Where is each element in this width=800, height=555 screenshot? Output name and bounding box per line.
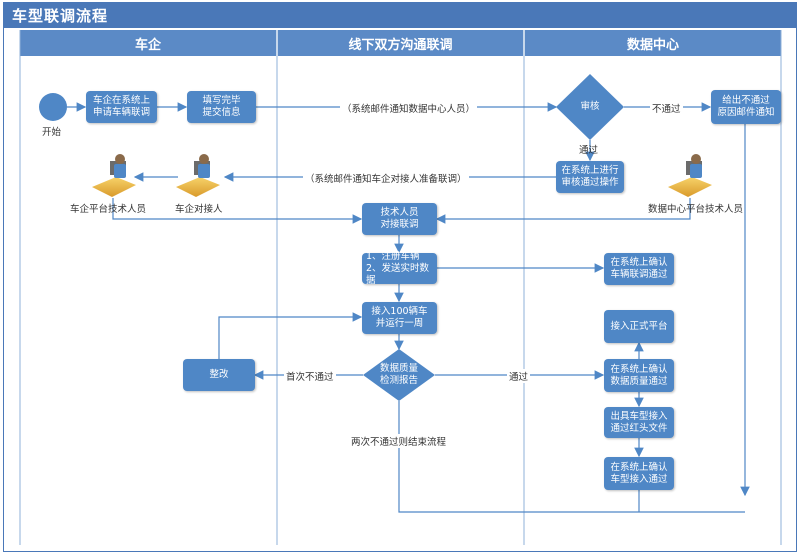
tech-connect-box: 技术人员 对接联调 — [362, 203, 437, 235]
reject-notice-text: 给出不通过 原因邮件通知 — [717, 95, 775, 118]
confirm-link-text: 在系统上确认 车辆联调通过 — [610, 257, 668, 280]
person-icon — [92, 154, 136, 197]
formal-platform-text: 接入正式平台 — [610, 320, 668, 332]
red-doc-box: 出具车型接入 通过红头文件 — [604, 407, 674, 438]
edge-label-first-fail: 首次不通过 — [284, 369, 336, 383]
quality-diamond — [363, 349, 435, 401]
start-node — [39, 93, 67, 121]
approve-op-text: 在系统上进行 审核通过操作 — [561, 165, 619, 188]
quality-label: 数据质量 检测报告 — [379, 363, 418, 386]
formal-platform-box: 接入正式平台 — [604, 310, 674, 343]
edge — [398, 401, 745, 513]
person-icon — [176, 154, 220, 197]
confirm-quality-text: 在系统上确认 数据质量通过 — [610, 363, 668, 387]
register-text: 1、注册车辆 2、发送实时数据 — [366, 250, 430, 286]
apply-text: 车企在系统上 申请车辆联调 — [92, 95, 150, 118]
confirm-access-text: 在系统上确认 车型接入通过 — [610, 461, 668, 485]
confirm-quality-box: 在系统上确认 数据质量通过 — [604, 359, 674, 392]
confirm-access-box: 在系统上确认 车型接入通过 — [604, 457, 674, 490]
fix-text: 整改 — [209, 369, 229, 380]
reject-notice-box: 给出不通过 原因邮件通知 — [711, 90, 781, 124]
access100-text: 接入100辆车 并运行一周 — [371, 306, 428, 329]
lane-header-offline: 线下双方沟通联调 — [278, 30, 523, 56]
edge-label-pass: 通过 — [579, 145, 599, 156]
confirm-link-box: 在系统上确认 车辆联调通过 — [604, 253, 674, 285]
edge-label-not-pass: 不通过 — [650, 101, 683, 115]
apply-box: 车企在系统上 申请车辆联调 — [86, 91, 157, 123]
oem-contact-label: 车企对接人 — [175, 204, 223, 215]
edge — [218, 312, 363, 359]
access100-box: 接入100辆车 并运行一周 — [362, 302, 437, 334]
fill-box: 填写完毕 提交信息 — [187, 91, 256, 123]
fix-box: 整改 — [183, 359, 255, 391]
diagram-title: 车型联调流程 — [12, 7, 109, 25]
dc-tech-label: 数据中心平台技术人员 — [648, 204, 744, 215]
oem-tech-label: 车企平台技术人员 — [70, 204, 147, 215]
person-icon — [668, 154, 712, 197]
lane-header-datacenter: 数据中心 — [525, 30, 781, 56]
edge-label-email-dc: （系统邮件通知数据中心人员） — [340, 101, 478, 115]
review-label: 审核 — [580, 101, 600, 112]
tech-connect-text: 技术人员 对接联调 — [380, 207, 419, 230]
edge-label-email-oem: （系统邮件通知车企对接人准备联调） — [303, 171, 469, 185]
register-box: 1、注册车辆 2、发送实时数据 — [362, 250, 437, 286]
edge — [112, 198, 363, 224]
lane-header-oem: 车企 — [20, 30, 276, 56]
approve-op-box: 在系统上进行 审核通过操作 — [556, 161, 624, 193]
edge-label-pass2: 通过 — [507, 369, 531, 383]
red-doc-text: 出具车型接入 通过红头文件 — [610, 410, 668, 434]
edge — [435, 198, 691, 224]
title-bar: 车型联调流程 — [3, 2, 797, 28]
review-diamond — [556, 74, 624, 140]
edge-label-second-fail: 两次不通过则结束流程 — [349, 434, 449, 448]
fill-text: 填写完毕 提交信息 — [202, 95, 241, 118]
start-label: 开始 — [42, 127, 62, 138]
